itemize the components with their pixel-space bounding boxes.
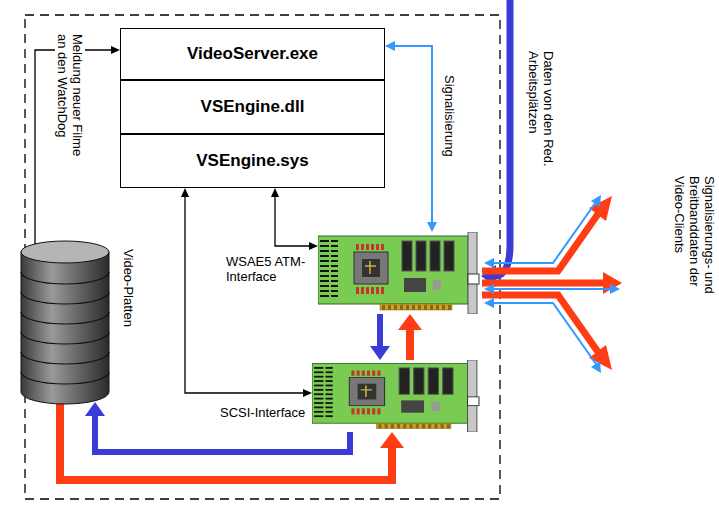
connector bbox=[60, 402, 404, 480]
connector bbox=[385, 41, 437, 232]
connector bbox=[181, 188, 312, 397]
note-label: Daten von den Red. Arbeitsplätzen bbox=[526, 51, 556, 173]
arrowhead bbox=[85, 402, 105, 416]
box-label: VSEngine.dll bbox=[201, 97, 305, 117]
arrowhead bbox=[427, 222, 437, 232]
connector-line bbox=[185, 195, 305, 393]
disk-stack: Video-Platten bbox=[20, 240, 110, 405]
edge-label: Signalisierung bbox=[442, 75, 457, 175]
connector-line bbox=[377, 314, 383, 349]
arrowhead bbox=[303, 389, 312, 397]
scsi-card: SCSI-Interface bbox=[312, 360, 480, 432]
note-label: Signalisierungs- und Breitbanddaten der … bbox=[672, 176, 717, 308]
arrowhead bbox=[370, 346, 390, 360]
arrowhead bbox=[111, 46, 120, 54]
edge-label: Meldung neuer Filme an den WatchDog bbox=[55, 34, 85, 162]
interface-label: SCSI-Interface bbox=[220, 405, 306, 420]
arrowhead bbox=[385, 41, 395, 51]
process-box: VSEngine.sys bbox=[120, 134, 385, 188]
connector bbox=[370, 314, 390, 360]
connector-line bbox=[393, 46, 432, 224]
incoming-data-arrow bbox=[481, 0, 510, 287]
atm-card: WSAE5 ATM-Interface bbox=[318, 232, 480, 314]
arrowhead bbox=[380, 432, 404, 448]
arrowhead bbox=[309, 242, 318, 250]
connector bbox=[85, 402, 350, 452]
box-label: VideoServer.exe bbox=[187, 44, 318, 64]
connector bbox=[398, 314, 422, 360]
arrowhead bbox=[271, 188, 279, 197]
connector-line bbox=[275, 195, 311, 246]
process-box: VideoServer.exe bbox=[120, 28, 385, 80]
client-arrows bbox=[482, 195, 622, 373]
connector bbox=[271, 188, 318, 250]
disk-label: Video-Platten bbox=[121, 249, 136, 327]
arrowhead bbox=[398, 314, 422, 330]
arrowhead bbox=[181, 188, 189, 197]
box-label: VSEngine.sys bbox=[196, 151, 308, 171]
process-box: VSEngine.dll bbox=[120, 80, 385, 134]
interface-label: WSAE5 ATM-Interface bbox=[226, 254, 312, 284]
connector-line bbox=[406, 327, 414, 360]
